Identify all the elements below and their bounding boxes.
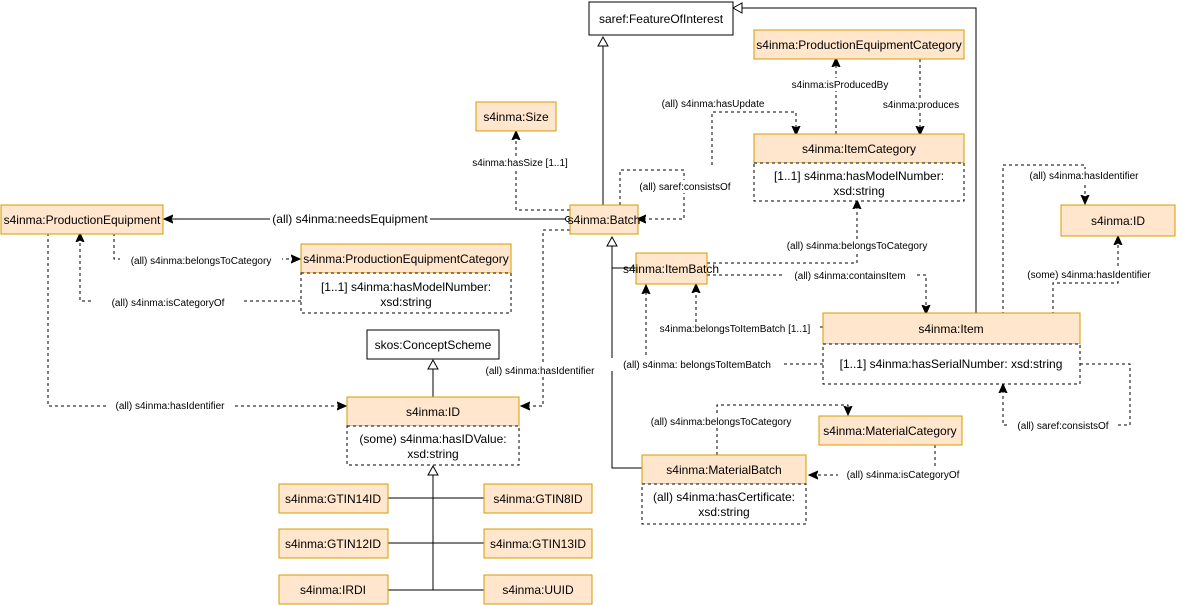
label-is-category-of-pe: (all) s4inma:isCategoryOf	[112, 298, 225, 309]
node-label: s4inma:UUID	[502, 583, 574, 597]
node-label: s4inma:ProductionEquipmentCategory	[303, 252, 508, 266]
label-contains-item: (all) s4inma:containsItem	[794, 271, 905, 282]
node-gtin14[interactable]: s4inma:GTIN14ID	[278, 483, 389, 514]
attr-line: xsd:string	[380, 295, 431, 309]
node-label: s4inma:ID	[406, 405, 460, 419]
node-production-equipment[interactable]: s4inma:ProductionEquipment	[0, 204, 164, 235]
node-material-category[interactable]: s4inma:MaterialCategory	[818, 415, 963, 446]
node-label: skos:ConceptScheme	[375, 338, 492, 352]
node-label: s4inma:ProductionEquipment	[4, 213, 161, 227]
node-label: s4inma:Batch	[568, 213, 641, 227]
has-identifier-item-some-edge	[1052, 237, 1118, 315]
label-belongs-to-category-mb: (all) s4inma:belongsToCategory	[651, 417, 792, 428]
attr-line: [1..1] s4inma:hasModelNumber:	[321, 280, 491, 294]
node-size[interactable]: s4inma:Size	[475, 101, 557, 132]
node-label: s4inma:GTIN13ID	[490, 537, 586, 551]
subclass-materialbatch-batch	[611, 268, 642, 469]
has-identifier-batch-edge	[522, 229, 570, 406]
has-identifier-item-top-edge	[1002, 164, 1085, 315]
attr-line: xsd:string	[407, 447, 458, 461]
node-gtin13[interactable]: s4inma:GTIN13ID	[483, 528, 593, 559]
node-label: s4inma:MaterialBatch	[666, 463, 781, 477]
label-has-identifier-batch: (all) s4inma:hasIdentifier	[486, 366, 596, 377]
belongs-to-category-mb-edge	[716, 404, 848, 455]
edge-labels: s4inma:isProducedBy s4inma:produces (all…	[92, 78, 1160, 481]
node-material-batch[interactable]: s4inma:MaterialBatch (all) s4inma:hasCer…	[641, 454, 807, 525]
label-has-identifier-item-top: (all) s4inma:hasIdentifier	[1030, 171, 1140, 182]
node-uuid[interactable]: s4inma:UUID	[483, 574, 593, 605]
consists-of-batch-edge	[619, 169, 685, 219]
belongs-to-category-pe-edge	[113, 233, 299, 259]
node-production-equipment-category-top[interactable]: s4inma:ProductionEquipmentCategory	[753, 29, 965, 60]
belongs-to-category-ib-edge	[707, 201, 857, 264]
label-has-identifier-pe: (all) s4inma:hasIdentifier	[116, 401, 226, 412]
label-belongs-to-item-batch-card: s4inma:belongsToItemBatch [1..1]	[660, 324, 811, 335]
label-belongs-to-item-batch: (all) s4inma: belongsToItemBatch	[623, 360, 771, 371]
node-label: s4inma:GTIN8ID	[493, 492, 583, 506]
attr-line: xsd:string	[698, 505, 749, 519]
node-irdi[interactable]: s4inma:IRDI	[278, 574, 389, 605]
node-label: s4inma:GTIN14ID	[285, 492, 381, 506]
node-label: s4inma:ItemBatch	[623, 262, 719, 276]
node-id-right[interactable]: s4inma:ID	[1060, 204, 1176, 237]
label-is-category-of-mc: (all) s4inma:isCategoryOf	[847, 470, 960, 481]
attr-line: (some) s4inma:hasIDValue:	[359, 432, 506, 446]
node-item-batch[interactable]: s4inma:ItemBatch	[623, 252, 719, 285]
node-gtin8[interactable]: s4inma:GTIN8ID	[483, 483, 593, 514]
node-feature-of-interest[interactable]: saref:FeatureOfInterest	[588, 1, 734, 36]
label-produces: s4inma:produces	[883, 100, 959, 111]
attr-line: [1..1] s4inma:hasSerialNumber: xsd:strin…	[840, 357, 1063, 371]
node-label: s4inma:GTIN12ID	[285, 537, 381, 551]
node-concept-scheme[interactable]: skos:ConceptScheme	[366, 329, 500, 360]
contains-item-edge	[707, 274, 926, 313]
belongs-to-item-batch-card-edge	[696, 285, 823, 328]
node-label: s4inma:Item	[918, 322, 983, 336]
node-label: s4inma:MaterialCategory	[823, 424, 956, 438]
attr-line: [1..1] s4inma:hasModelNumber:	[774, 169, 944, 183]
label-belongs-to-category-ib: (all) s4inma:belongsToCategory	[787, 241, 928, 252]
attr-line: xsd:string	[833, 184, 884, 198]
node-label: saref:FeatureOfInterest	[599, 12, 724, 26]
node-label: s4inma:ProductionEquipmentCategory	[756, 38, 961, 52]
subclass-item-foi	[731, 2, 977, 315]
label-has-identifier-item-some: (some) s4inma:hasIdentifier	[1027, 270, 1151, 281]
node-batch[interactable]: s4inma:Batch	[568, 204, 641, 235]
node-item[interactable]: s4inma:Item [1..1] s4inma:hasSerialNumbe…	[822, 312, 1081, 385]
node-label: s4inma:ID	[1091, 214, 1145, 228]
node-item-category[interactable]: s4inma:ItemCategory [1..1] s4inma:hasMod…	[753, 133, 965, 202]
consists-of-item-edge	[1003, 363, 1131, 426]
label-consists-of-batch: (all) saref:consistsOf	[639, 182, 730, 193]
label-has-size: s4inma:hasSize [1..1]	[472, 158, 568, 169]
label-has-update: (all) s4inma:hasUpdate	[662, 99, 765, 110]
has-size-edge	[516, 132, 570, 211]
node-label: s4inma:IRDI	[300, 583, 366, 597]
node-production-equipment-category-left[interactable]: s4inma:ProductionEquipmentCategory [1..1…	[300, 243, 512, 314]
label-consists-of-item: (all) saref:consistsOf	[1017, 421, 1108, 432]
node-gtin12[interactable]: s4inma:GTIN12ID	[278, 528, 389, 559]
label-belongs-to-category-pe: (all) s4inma:belongsToCategory	[131, 256, 272, 267]
label-needs-equipment: (all) s4inma:needsEquipment	[272, 212, 428, 226]
node-id-center[interactable]: s4inma:ID (some) s4inma:hasIDValue: xsd:…	[346, 396, 520, 466]
label-is-produced-by: s4inma:isProducedBy	[792, 80, 889, 91]
has-update-edge	[711, 111, 796, 165]
attr-line: (all) s4inma:hasCertificate:	[653, 490, 795, 504]
is-category-of-pe-edge	[80, 234, 301, 302]
node-label: s4inma:ItemCategory	[802, 142, 916, 156]
node-label: s4inma:Size	[483, 110, 549, 124]
